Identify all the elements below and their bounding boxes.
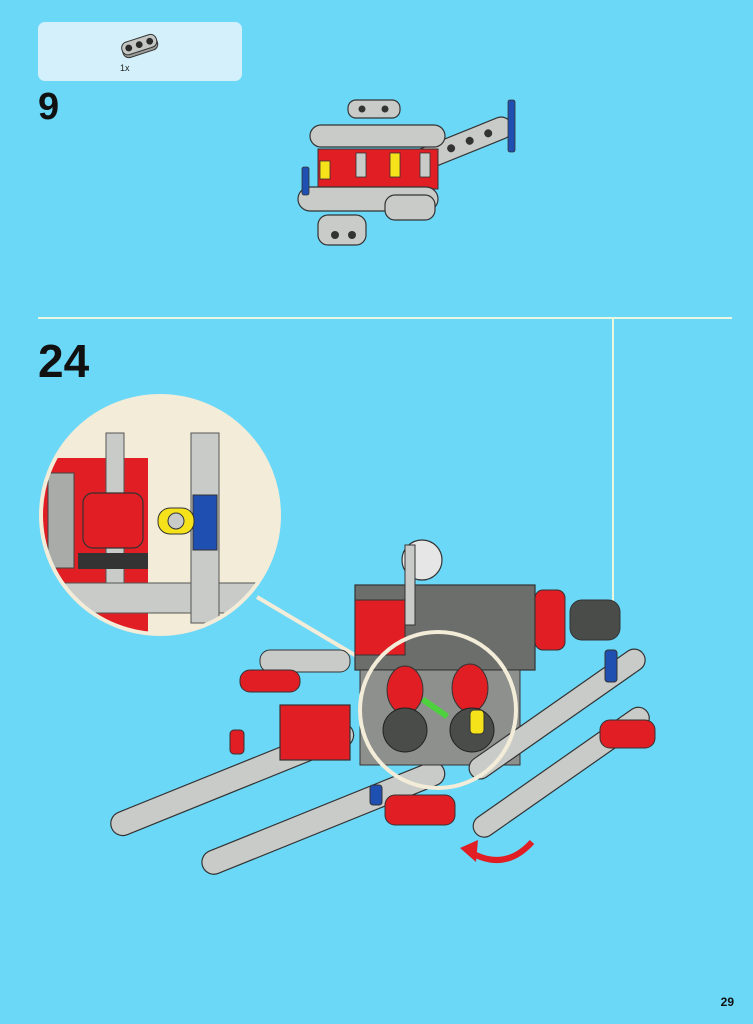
step-number-9: 9 [38,86,60,128]
page-number: 29 [720,995,734,1009]
step-24-model-illustration [110,539,656,875]
parts-quantity: 1x [120,63,130,73]
callout-pointer-line [612,317,614,637]
step-number-24: 24 [38,335,90,387]
zoom-detail-callout [39,394,281,636]
technic-connector-icon [121,33,159,59]
parts-list-box: 1x [38,22,242,81]
section-divider [38,317,732,319]
step-9-model-illustration [297,99,516,246]
